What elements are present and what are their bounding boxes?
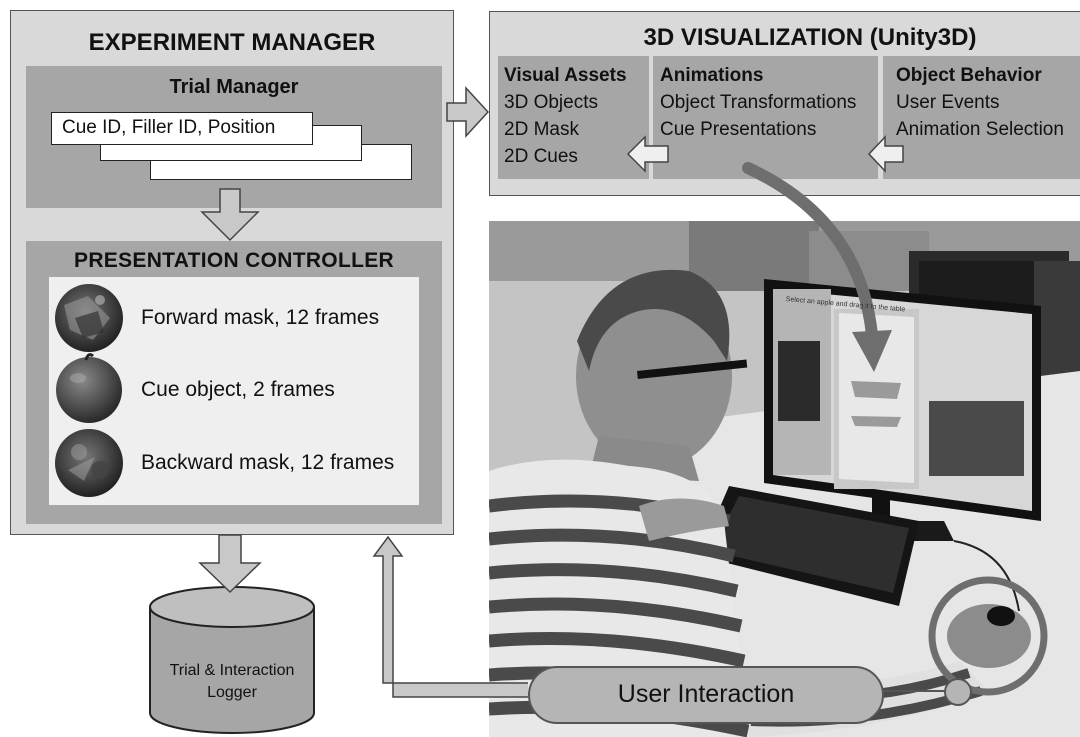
mouse-highlight-ring: [928, 576, 1048, 696]
forward-mask-label: Forward mask, 12 frames: [141, 306, 380, 329]
trial-manager-panel: Trial Manager Cue ID, Filler ID, Positio…: [26, 66, 442, 208]
trial-card-text: Cue ID, Filler ID, Position: [62, 117, 276, 138]
backward-mask-label: Backward mask, 12 frames: [141, 451, 395, 474]
trial-card-front: Cue ID, Filler ID, Position: [51, 112, 313, 145]
user-interaction-label: User Interaction: [617, 680, 795, 708]
backward-mask-icon: [55, 429, 123, 497]
animation-object-transformations: Object Transformations: [660, 92, 857, 113]
animations-panel: [653, 56, 878, 179]
cue-object-label: Cue object, 2 frames: [141, 378, 335, 401]
apple-icon: [56, 353, 122, 423]
visual-assets-panel: [498, 56, 649, 179]
asset-2d-cues: 2D Cues: [504, 146, 578, 167]
object-behavior-header: Object Behavior: [896, 65, 1042, 86]
manager-to-logger-arrow: [198, 534, 262, 594]
interaction-anchor-dot: [944, 678, 972, 706]
trial-manager-title: Trial Manager: [169, 76, 299, 98]
asset-3d-objects: 3D Objects: [504, 92, 598, 113]
forward-mask-icon: [55, 284, 123, 352]
behavior-to-animations-arrow: [867, 135, 904, 173]
trial-to-presentation-arrow: [200, 188, 260, 242]
user-interaction-pill: User Interaction: [528, 666, 884, 724]
animations-header: Animations: [660, 65, 764, 86]
behavior-user-events: User Events: [896, 92, 1000, 113]
animations-column: Animations Object Transformations Cue Pr…: [660, 63, 856, 143]
animation-cue-presentations: Cue Presentations: [660, 119, 817, 140]
visual-assets-header: Visual Assets: [504, 65, 627, 86]
presentation-controller-title: PRESENTATION CONTROLLER: [74, 249, 394, 272]
manager-to-visualization-arrow: [446, 86, 490, 138]
experiment-manager-box: EXPERIMENT MANAGER Trial Manager Cue ID,…: [10, 10, 454, 535]
logger-label: Trial & Interaction Logger: [150, 660, 314, 704]
visualization-to-screen-arrow: [742, 162, 878, 341]
animations-to-assets-arrow: [626, 135, 669, 173]
experiment-manager-title: EXPERIMENT MANAGER: [88, 29, 376, 56]
interaction-feedback-connector: [372, 535, 528, 698]
behavior-animation-selection: Animation Selection: [896, 119, 1064, 140]
object-behavior-column: Object Behavior User Events Animation Se…: [896, 63, 1064, 143]
logger-database-icon: [149, 586, 315, 734]
asset-2d-mask: 2D Mask: [504, 119, 579, 140]
logger-label-line1: Trial & Interaction: [169, 662, 295, 679]
visualization-title: 3D VISUALIZATION (Unity3D): [643, 24, 977, 51]
object-behavior-panel: [883, 56, 1080, 179]
logger-label-line2: Logger: [207, 684, 257, 701]
visual-assets-column: Visual Assets 3D Objects 2D Mask 2D Cues: [504, 63, 627, 170]
